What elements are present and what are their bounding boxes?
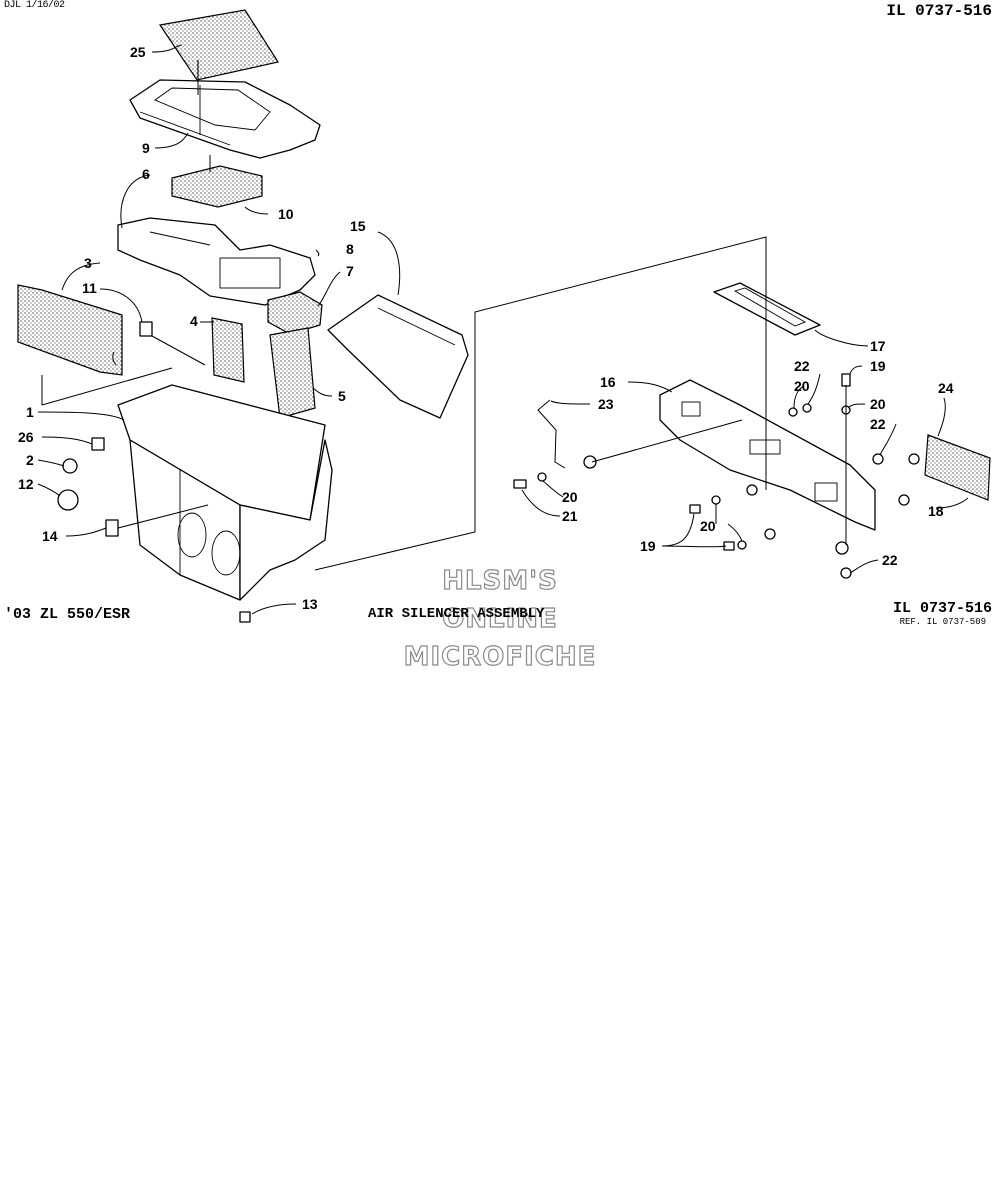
callout-10: 10	[278, 206, 294, 222]
part-25-foam-filter	[158, 9, 279, 81]
callout-3: 3	[84, 255, 92, 271]
model-label: '03 ZL 550/ESR	[4, 606, 131, 623]
callout-15: 15	[350, 218, 366, 234]
part-5-foam	[269, 327, 316, 419]
callout-16: 16	[600, 374, 616, 390]
callout-19-top: 19	[870, 358, 886, 374]
hardware-right	[513, 373, 920, 579]
illustration-id-bottom: IL 0737-516	[892, 600, 992, 617]
callout-22-mid: 22	[870, 416, 886, 432]
part-12-clamp	[57, 489, 79, 511]
part-14-clip	[105, 519, 119, 537]
callout-22-top: 22	[794, 358, 810, 374]
callout-labels: 25 9 10 6 8 7 15 3 11 4 5 1 26 2 12 14 1…	[18, 44, 954, 612]
callout-2: 2	[26, 452, 34, 468]
part-17-seal	[713, 282, 821, 336]
callout-5: 5	[338, 388, 346, 404]
callout-11: 11	[82, 280, 97, 296]
part-1-silencer-box	[117, 384, 333, 601]
part-13-plug	[239, 611, 251, 623]
part-6-plate	[117, 217, 316, 306]
callout-7: 7	[346, 263, 354, 279]
callout-21: 21	[562, 508, 578, 524]
part-18-foam	[924, 434, 991, 501]
callout-6: 6	[142, 166, 150, 182]
part-26-clip	[91, 437, 105, 451]
callout-17: 17	[870, 338, 886, 354]
watermark: HLSM'S ONLINE MICROFICHE	[340, 562, 660, 676]
part-10-foam-block	[171, 165, 263, 208]
part-15-intake	[327, 294, 469, 419]
assembly-lines	[41, 60, 847, 571]
callout-26: 26	[18, 429, 34, 445]
diagram-title: AIR SILENCER ASSEMBLY	[368, 606, 545, 622]
part-2-grommet	[62, 458, 78, 474]
callout-14: 14	[42, 528, 58, 544]
watermark-line-1: HLSM'S	[442, 565, 558, 596]
callout-25: 25	[130, 44, 146, 60]
callout-leaders	[37, 44, 969, 615]
callout-8: 8	[346, 241, 354, 257]
part-7-foam	[267, 291, 323, 335]
callout-24: 24	[938, 380, 954, 396]
part-3-side-foam	[17, 284, 123, 376]
callout-19-bottom: 19	[640, 538, 656, 554]
reference-id: REF. IL 0737-509	[899, 617, 986, 627]
callout-20-d: 20	[700, 518, 716, 534]
part-9-top-cover	[129, 79, 321, 159]
watermark-line-2: ONLINE	[442, 603, 558, 634]
callout-23: 23	[598, 396, 614, 412]
watermark-line-3: MICROFICHE	[403, 641, 597, 672]
callout-13: 13	[302, 596, 318, 612]
illustration-id-top: IL 0737-516	[886, 2, 992, 20]
callout-18: 18	[928, 503, 944, 519]
callout-12: 12	[18, 476, 34, 492]
part-11-fastener	[139, 321, 153, 337]
part-16-right-silencer	[659, 379, 876, 531]
part-23-rod	[537, 399, 566, 469]
callout-20-a: 20	[794, 378, 810, 394]
callout-20-c: 20	[562, 489, 578, 505]
date-code: DJL 1/16/02	[4, 0, 65, 11]
part-4-foam	[211, 317, 245, 383]
callout-20-b: 20	[870, 396, 886, 412]
callout-1: 1	[26, 404, 34, 420]
callout-22-bottom: 22	[882, 552, 898, 568]
callout-9: 9	[142, 140, 150, 156]
callout-4: 4	[190, 313, 198, 329]
